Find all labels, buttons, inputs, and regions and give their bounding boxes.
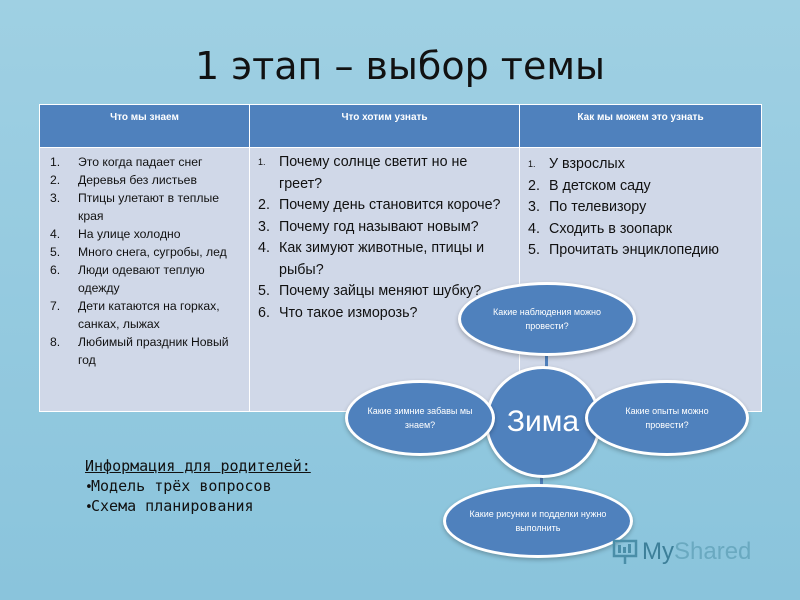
cell-know: 1.Это когда падает снег 2.Деревья без ли… [39,147,250,412]
list-item: 3.Птицы улетают в теплые края [50,191,219,223]
list-item: 6.Что такое изморозь? [258,304,418,321]
diagram-node-winter-games: Какие зимние забавы мы знаем? [345,380,495,456]
topic-table: Что мы знаем Что хотим узнать Как мы мож… [39,104,762,412]
list-item: 4.На улице холодно [50,227,181,241]
list-item: 1.Почему солнце светит но не греет? [258,154,468,192]
diagram-node-observations: Какие наблюдения можно провести? [458,282,636,356]
know-list: 1.Это когда падает снег 2.Деревья без ли… [40,148,249,369]
header-know: Что мы знаем [39,104,250,148]
cell-want: 1.Почему солнце светит но не греет? 2.По… [249,147,520,412]
list-item: 4.Сходить в зоопарк [528,220,673,237]
connector-top [545,354,548,368]
list-item: 5.Почему зайцы меняют шубку? [258,283,482,299]
logo-text-shared: Shared [674,538,752,565]
diagram-center-winter: Зима [485,366,601,478]
list-item: 2.Почему день становится короче? [258,197,501,213]
list-item: 3.Почему год называют новым? [258,218,479,235]
header-want: Что хотим узнать [249,104,520,148]
diagram-node-drawings-crafts: Какие рисунки и подделки нужно выполнить [443,484,633,558]
list-item: 8.Любимый праздник Новый год [50,335,229,367]
want-list: 1.Почему солнце светит но не греет? 2.По… [250,148,519,324]
list-item: 2.В детском саду [528,177,651,194]
parents-info-item: •Модель трёх вопросов [85,477,272,495]
parents-info: Информация для родителей: •Модель трёх в… [85,457,311,517]
list-item: 5.Прочитать энциклопедию [528,242,719,258]
list-item: 5.Много снега, сугробы, лед [50,245,227,259]
presentation-icon [612,539,638,564]
parents-info-heading: Информация для родителей: [85,457,311,475]
list-item: 4.Как зимуют животные, птицы и рыбы? [258,240,485,278]
how-list: 1.У взрослых 2.В детском саду 3.По телев… [520,148,761,262]
list-item: 1.Это когда падает снег [50,155,203,169]
parents-info-item: •Схема планирования [85,497,254,515]
diagram-node-experiments: Какие опыты можно провести? [585,380,749,456]
header-how: Как мы можем это узнать [519,104,762,148]
slide-title: 1 этап – выбор темы [194,44,605,88]
list-item: 1.У взрослых [528,156,625,172]
list-item: 3.По телевизору [528,199,647,215]
logo-text-my: My [642,538,674,565]
list-item: 2.Деревья без листьев [50,173,197,187]
list-item: 6.Люди одевают теплую одежду [50,263,205,295]
list-item: 7.Дети катаются на горках, санках, лыжах [50,299,220,331]
